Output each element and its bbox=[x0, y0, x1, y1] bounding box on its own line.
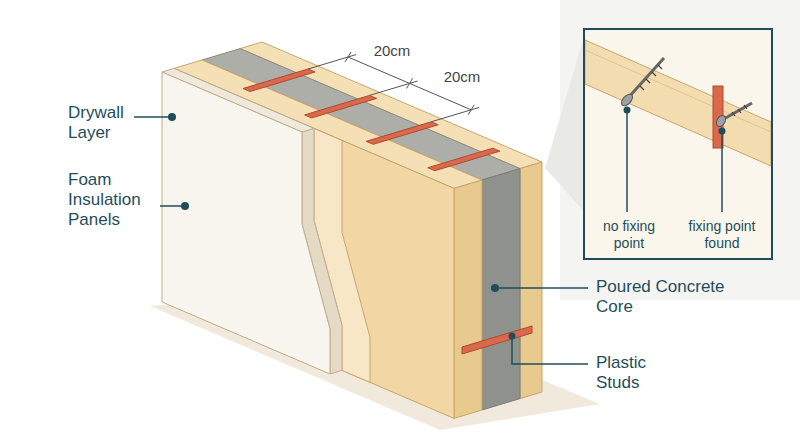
inset-label: no fixing point bbox=[587, 218, 671, 252]
concrete-end bbox=[482, 169, 520, 410]
inset-label: fixing point found bbox=[677, 218, 767, 252]
leader-dots bbox=[168, 113, 516, 340]
leader-lines bbox=[134, 117, 588, 364]
plastic-stud bbox=[305, 95, 377, 118]
plastic-stud bbox=[462, 326, 532, 354]
screw-icon bbox=[715, 103, 752, 128]
background-tint bbox=[560, 0, 800, 300]
detail-inset: no fixing pointfixing point found bbox=[583, 28, 773, 260]
plastic-stud bbox=[243, 69, 315, 92]
dimension-label: 20cm bbox=[432, 68, 492, 86]
zoom-wedge bbox=[545, 40, 583, 210]
inset-leaders bbox=[627, 110, 722, 212]
part-label: Foam Insulation Panels bbox=[68, 170, 156, 230]
dimension-lines bbox=[308, 52, 479, 122]
inset-dots bbox=[624, 107, 726, 135]
plastic-stud bbox=[428, 148, 500, 171]
back-foam-end bbox=[520, 162, 542, 399]
plastic-stud bbox=[366, 122, 438, 145]
inset-ground bbox=[583, 28, 773, 260]
part-label: Drywall Layer bbox=[68, 103, 132, 143]
part-label: Plastic Studs bbox=[596, 353, 686, 393]
front-foam-end bbox=[454, 180, 482, 418]
inset-wall-band bbox=[585, 40, 771, 166]
dimension-label: 20cm bbox=[362, 42, 422, 60]
drywall-face bbox=[162, 72, 330, 374]
screw-icon bbox=[619, 58, 664, 108]
part-label: Poured Concrete Core bbox=[596, 277, 736, 317]
inset-band-line bbox=[585, 50, 771, 132]
